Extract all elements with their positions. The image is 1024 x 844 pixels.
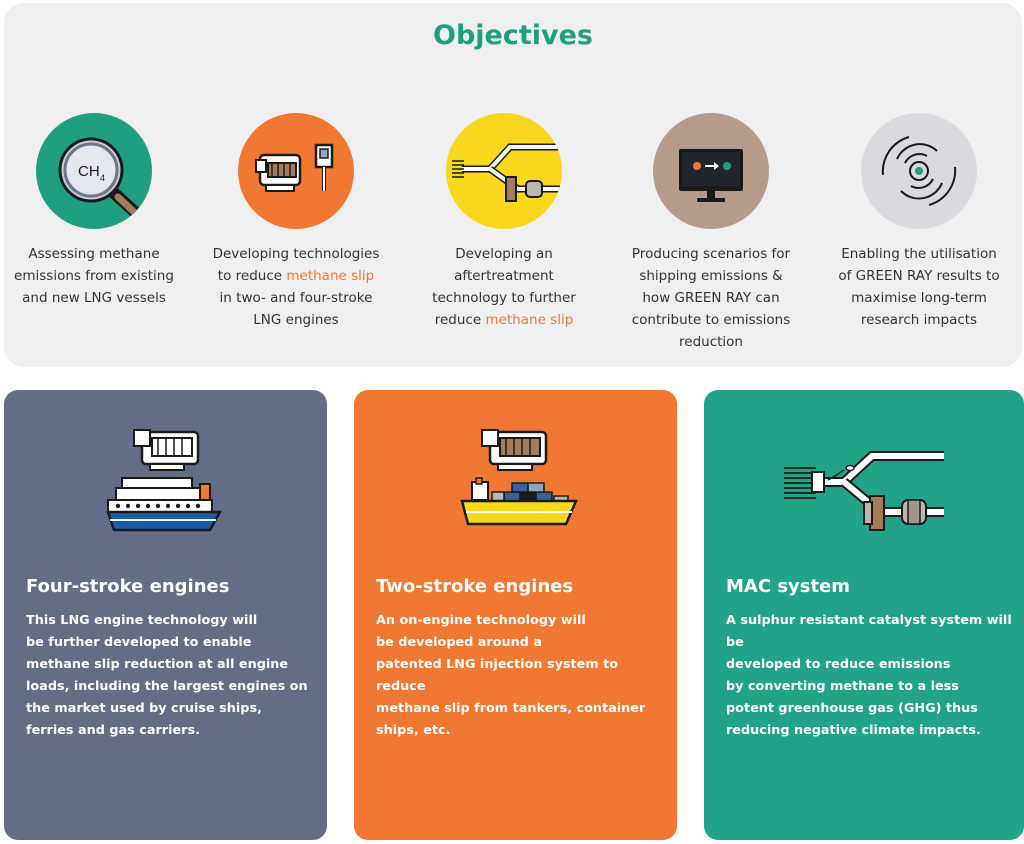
objective-line: Developing an — [404, 243, 604, 265]
objective-text-segment: Developing an — [455, 246, 553, 262]
objective-item-aftertreatment: Developing an aftertreatment technology … — [404, 113, 604, 331]
card-line: patented LNG injection system to reduce — [376, 657, 619, 694]
objective-line: aftertreatment — [404, 265, 604, 287]
objective-line: Producing scenarios for — [611, 243, 811, 265]
highlight-methane-slip: methane slip — [286, 268, 375, 284]
objective-text-segment: reduce — [434, 312, 486, 328]
card-line: A sulphur resistant catalyst system will… — [726, 613, 1012, 650]
card-line: be developed around a — [376, 635, 542, 650]
objective-text-segment: reduction — [679, 334, 743, 350]
objective-line: how GREEN RAY can — [611, 287, 811, 309]
methane-subscript: 4 — [100, 173, 105, 183]
objective-line: to reduce methane slip — [196, 265, 396, 287]
highlight-methane-slip: methane slip — [485, 312, 574, 328]
objective-text-segment: research impacts — [860, 312, 978, 328]
objective-text: Developing an aftertreatment technology … — [404, 243, 604, 331]
objective-icon-circle — [861, 113, 977, 229]
objective-line: emissions from existing — [0, 265, 194, 287]
card-description: An on-engine technology will be develope… — [376, 610, 666, 742]
card-title: MAC system — [726, 576, 851, 597]
monitor-scenario-icon — [679, 149, 743, 202]
card-line: reducing negative climate impacts. — [726, 723, 981, 738]
objective-line: shipping emissions & — [611, 265, 811, 287]
objective-item-methane-slip-technologies: Developing technologies to reduce methan… — [196, 113, 396, 331]
card-mac-system: MAC system A sulphur resistant catalyst … — [704, 390, 1024, 840]
engine-injector-icon — [255, 143, 334, 192]
objective-item-methane-assessment: CH 4 Assessing methane emissions from ex… — [0, 113, 194, 309]
objective-text: Enabling the utilisation of GREEN RAY re… — [819, 243, 1019, 331]
objective-text-segment: Developing technologies — [212, 246, 380, 262]
objective-text-segment: and new LNG vessels — [22, 290, 166, 306]
objective-text-segment: technology to further — [432, 290, 576, 306]
objective-line: Assessing methane — [0, 243, 194, 265]
card-line: ferries and gas carriers. — [26, 723, 200, 738]
objective-line: in two- and four-stroke — [196, 287, 396, 309]
objective-text: Producing scenarios for shipping emissio… — [611, 243, 811, 353]
methane-formula: CH — [78, 163, 100, 180]
objective-text-segment: shipping emissions & — [639, 268, 783, 284]
objective-text-segment: of GREEN RAY results to — [838, 268, 1000, 284]
catalyst-pipe-icon — [784, 451, 944, 531]
objective-item-utilisation: Enabling the utilisation of GREEN RAY re… — [819, 113, 1019, 331]
objective-line: LNG engines — [196, 309, 396, 331]
objectives-title: Objectives — [433, 20, 593, 51]
objective-line: technology to further — [404, 287, 604, 309]
card-line: the market used by cruise ships, — [26, 701, 262, 716]
objective-icon-circle: CH 4 — [36, 113, 152, 229]
card-line: methane slip from tankers, container — [376, 701, 646, 716]
objective-icon-circle — [446, 113, 562, 229]
objective-line: of GREEN RAY results to — [819, 265, 1019, 287]
objective-text-segment: Assessing methane — [28, 246, 160, 262]
card-four-stroke: Four-stroke engines This LNG engine tech… — [4, 390, 327, 840]
card-title: Two-stroke engines — [376, 576, 574, 597]
objective-line: Developing technologies — [196, 243, 396, 265]
card-line: be further developed to enable — [26, 635, 252, 650]
objective-text-segment: in two- and four-stroke — [219, 290, 373, 306]
objective-icon-circle — [238, 113, 354, 229]
card-line: This LNG engine technology will — [26, 613, 258, 628]
objective-line: reduction — [611, 331, 811, 353]
objective-text-segment: how GREEN RAY can — [642, 290, 780, 306]
objective-text-segment: LNG engines — [253, 312, 339, 328]
card-line: An on-engine technology will — [376, 613, 586, 628]
objective-icon-circle — [653, 113, 769, 229]
methane-magnifier-icon: CH 4 — [58, 137, 142, 219]
objective-text-segment: contribute to emissions — [631, 312, 791, 328]
objective-item-scenarios: Producing scenarios for shipping emissio… — [611, 113, 811, 353]
objective-line: reduce methane slip — [404, 309, 604, 331]
objective-text-segment: Producing scenarios for — [631, 246, 791, 262]
objectives-panel: Objectives CH 4 Assessing methane emissi… — [4, 3, 1022, 367]
objective-text-segment: aftertreatment — [454, 268, 554, 284]
objective-text: Assessing methane emissions from existin… — [0, 243, 194, 309]
objective-text-segment: Enabling the utilisation — [841, 246, 997, 262]
objective-text-segment: emissions from existing — [14, 268, 174, 284]
card-title: Four-stroke engines — [26, 576, 230, 597]
aftertreatment-pipe-icon — [452, 143, 562, 202]
card-description: A sulphur resistant catalyst system will… — [726, 610, 1016, 742]
card-line: ships, etc. — [376, 723, 451, 738]
engine-container-ship-icon — [460, 429, 578, 526]
card-line: by converting methane to a less — [726, 679, 959, 694]
card-line: methane slip reduction at all engine — [26, 657, 289, 672]
card-line: loads, including the largest engines on — [26, 679, 308, 694]
radiating-rings-icon — [881, 136, 957, 206]
objective-line: contribute to emissions — [611, 309, 811, 331]
objective-text: Developing technologies to reduce methan… — [196, 243, 396, 331]
card-line: potent greenhouse gas (GHG) thus — [726, 701, 978, 716]
objective-line: maximise long-term — [819, 287, 1019, 309]
objective-text-segment: maximise long-term — [851, 290, 987, 306]
card-description: This LNG engine technology will be furth… — [26, 610, 316, 742]
engine-cruise-ship-icon — [106, 429, 223, 532]
objective-line: and new LNG vessels — [0, 287, 194, 309]
card-two-stroke: Two-stroke engines An on-engine technolo… — [354, 390, 677, 840]
objective-line: Enabling the utilisation — [819, 243, 1019, 265]
card-line: developed to reduce emissions — [726, 657, 951, 672]
objective-line: research impacts — [819, 309, 1019, 331]
objective-text-segment: to reduce — [217, 268, 287, 284]
